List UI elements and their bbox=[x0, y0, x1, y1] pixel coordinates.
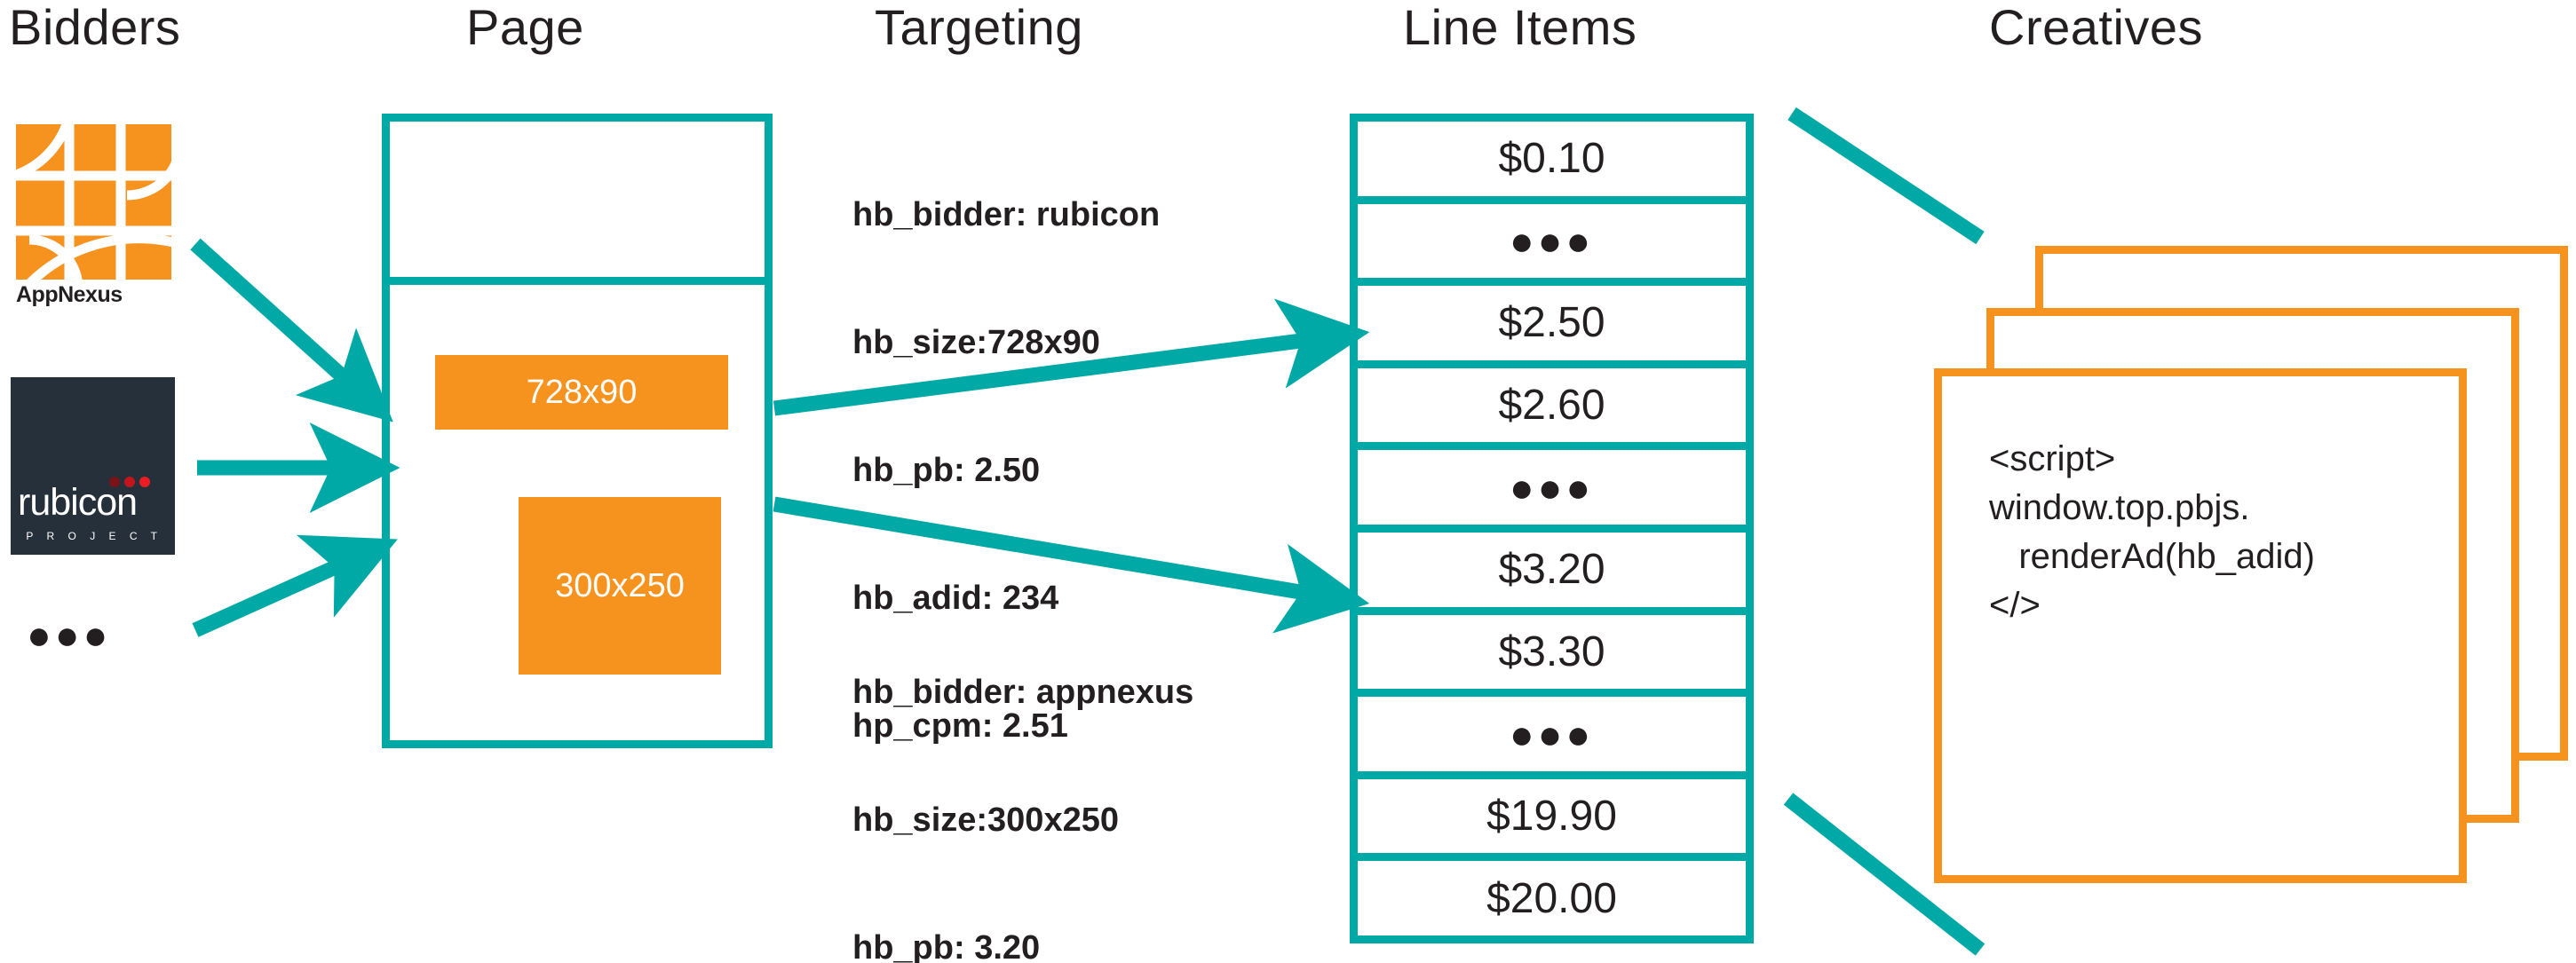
line-item-row[interactable]: $2.60 bbox=[1358, 368, 1746, 451]
targeting-line: hb_bidder: appnexus bbox=[852, 674, 1194, 711]
line-item-row[interactable]: $0.10 bbox=[1358, 122, 1746, 204]
targeting-line: hb_bidder: rubicon bbox=[852, 196, 1161, 233]
appnexus-logo-icon bbox=[16, 124, 171, 280]
column-title-line-items: Line Items bbox=[1403, 0, 1637, 55]
line-item-row: ●●● bbox=[1358, 204, 1746, 287]
ad-slot-300x250[interactable]: 300x250 bbox=[519, 497, 721, 675]
ad-slot-728x90[interactable]: 728x90 bbox=[435, 355, 728, 430]
bidders-more-ellipsis: ●●● bbox=[27, 612, 112, 658]
column-title-creatives: Creatives bbox=[1989, 0, 2204, 55]
targeting-line: hb_pb: 3.20 bbox=[852, 929, 1041, 963]
line-item-row[interactable]: $3.20 bbox=[1358, 533, 1746, 615]
connector-top-to-creatives bbox=[1787, 107, 1985, 245]
line-item-row[interactable]: $20.00 bbox=[1486, 874, 1617, 922]
targeting-line: hb_size:728x90 bbox=[852, 324, 1100, 361]
line-items-table: $0.10 ●●● $2.50 $2.60 ●●● $3.20 $3.30 ●●… bbox=[1350, 114, 1754, 943]
line-item-row: ●●● bbox=[1358, 450, 1746, 533]
targeting-line: hp_cpm: 2.51 bbox=[852, 707, 1068, 745]
rubicon-wordmark: rubicon bbox=[18, 481, 138, 524]
column-title-page: Page bbox=[466, 0, 584, 55]
targeting-line: hb_size:300x250 bbox=[852, 801, 1119, 839]
creative-card-front[interactable] bbox=[1934, 368, 2467, 883]
line-item-row[interactable]: $2.50 bbox=[1358, 286, 1746, 368]
page-header-divider bbox=[382, 277, 773, 285]
line-item-row[interactable]: $3.30 bbox=[1358, 615, 1746, 698]
appnexus-label: AppNexus bbox=[16, 282, 123, 307]
arrow-other-to-page bbox=[192, 534, 398, 637]
arrow-appnexus-to-page bbox=[190, 238, 393, 422]
targeting-line: hb_pb: 2.50 bbox=[852, 452, 1041, 489]
rubicon-dots bbox=[109, 477, 150, 487]
line-item-row: ●●● bbox=[1358, 697, 1746, 779]
column-title-bidders: Bidders bbox=[9, 0, 181, 55]
line-item-row[interactable]: $19.90 bbox=[1358, 779, 1746, 862]
rubicon-subtitle: P R O J E C T bbox=[26, 530, 162, 542]
column-title-targeting: Targeting bbox=[875, 0, 1083, 55]
rubicon-project-logo-icon: rubicon P R O J E C T bbox=[11, 377, 175, 555]
creative-snippet: <script> window.top.pbjs. renderAd(hb_ad… bbox=[1989, 439, 2315, 625]
targeting-block-appnexus: hb_bidder: appnexus hb_size:300x250 hb_p… bbox=[852, 586, 1193, 963]
